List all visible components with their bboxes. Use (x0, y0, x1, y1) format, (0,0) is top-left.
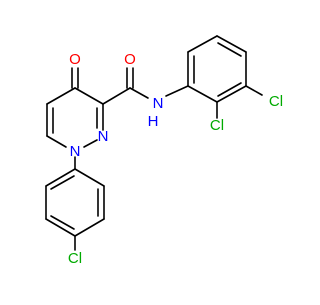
bond-c3-c4 (74, 87, 104, 105)
bond-ph-c3-c4-inner (50, 215, 75, 230)
bond-ph-c4-c5 (74, 218, 105, 237)
bond-camide-n (129, 87, 149, 99)
bond-lines (45, 35, 263, 251)
amide-oxygen-label: O (124, 51, 136, 68)
ring-n2-label: N (98, 128, 109, 145)
bond-ar-cl-a (245, 85, 263, 96)
carbonyl-oxygen-label: O (69, 51, 81, 68)
bond-ph-c1-c2 (45, 168, 76, 187)
bond-c4-c5 (46, 87, 76, 105)
structure-canvas: O O N H N N Cl Cl Cl (45, 35, 283, 267)
bond-ph-c1-c2-inner (50, 175, 75, 190)
chlorine-label-aryl-a: Cl (269, 93, 283, 110)
bond-c3-camide (102, 87, 131, 105)
bond-ar-c3-c4 (216, 35, 247, 53)
amide-nitrogen-label: N (153, 95, 164, 112)
molecule-structure: O O N H N N Cl Cl Cl (45, 35, 283, 267)
bond-ar-c5-c6-inner (217, 82, 242, 97)
chlorine-label-aryl-b: Cl (210, 117, 224, 134)
bond-c6-n1 (46, 135, 67, 148)
bond-ar-c2-c3 (187, 35, 218, 53)
bond-n-aryl (165, 85, 189, 97)
bond-ph-c3-c4 (45, 218, 76, 237)
atom-labels: O O N H N N Cl Cl Cl (68, 51, 283, 267)
bond-ph-c6-c1 (74, 168, 105, 187)
amide-hydrogen-label: H (148, 113, 159, 130)
chlorine-label-phenyl: Cl (68, 250, 82, 267)
bond-n1-n2 (83, 139, 98, 148)
bond-ar-c3-c4-inner (217, 42, 242, 57)
bond-ar-c5-c6 (216, 85, 247, 103)
bond-ar-c6-c1 (187, 85, 218, 103)
ring-n1-label: N (70, 143, 81, 160)
